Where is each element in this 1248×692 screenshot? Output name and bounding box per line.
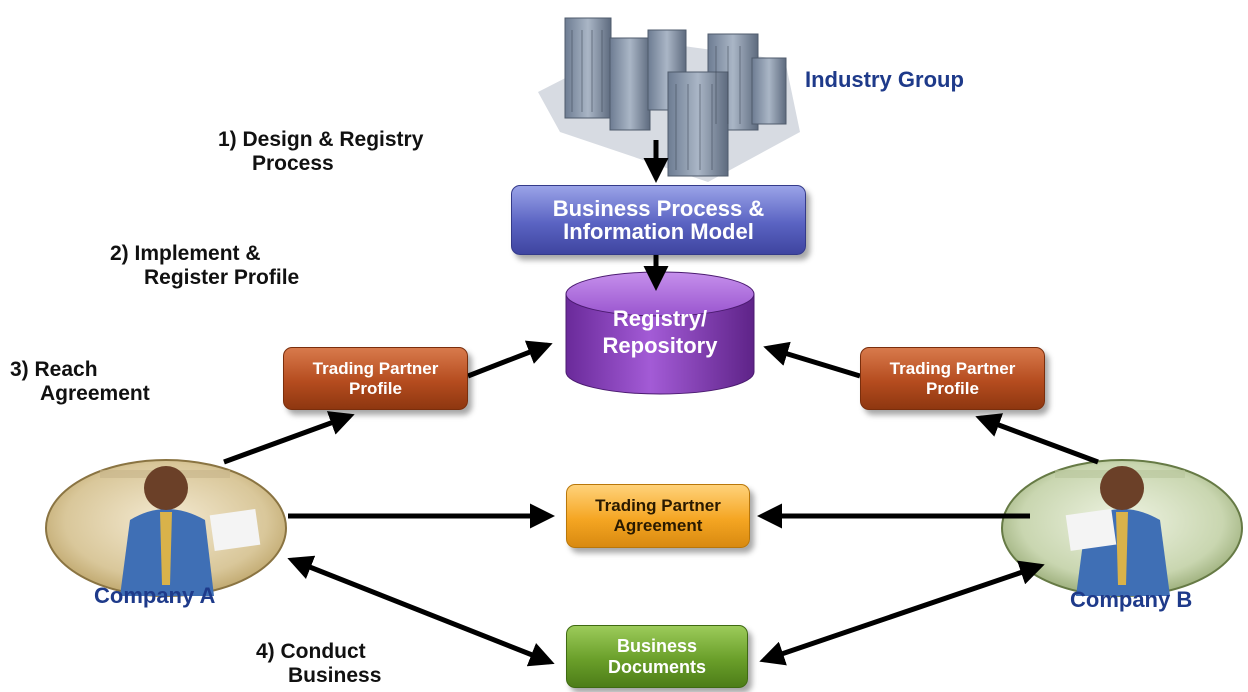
company-b-photo [1001, 459, 1243, 597]
tpp-left-line-1: Trading Partner [312, 358, 439, 378]
step-1-line-1: 1) Design & Registry [218, 128, 424, 151]
step-2-label: 2) Implement & Register Profile [110, 242, 299, 290]
tpa-line-1: Trading Partner [595, 496, 721, 515]
step-2-line-1: 2) Implement & [110, 242, 261, 265]
step-3-line-1: 3) Reach [10, 358, 98, 381]
company-a-photo [45, 459, 287, 597]
step-4-line-2: Business [288, 664, 382, 687]
business-process-line-1: Business Process & [552, 196, 765, 221]
step-3-label: 3) Reach Agreement [10, 358, 150, 406]
arrow-tpp-left-to-registry [467, 340, 553, 379]
business-process-box: Business Process & Information Model [511, 185, 806, 255]
registry-repository-cylinder [565, 271, 755, 395]
step-3-line-2: Agreement [40, 382, 150, 405]
business-docs-line-1: Business [616, 635, 698, 656]
business-process-line-2: Information Model [563, 219, 754, 244]
arrow-company-b-to-tpp [975, 413, 1099, 465]
registry-label: Registry/ Repository [566, 305, 754, 359]
arrow-company-a-to-tpp [223, 411, 355, 465]
trading-partner-profile-right: Trading Partner Profile [860, 347, 1045, 410]
tpp-right-line-1: Trading Partner [889, 358, 1016, 378]
registry-line-1: Registry/ [612, 306, 708, 331]
tpp-left-line-2: Profile [349, 378, 402, 398]
trading-partner-agreement-box: Trading Partner Agreement [566, 484, 750, 548]
office-buildings-icon [538, 17, 800, 182]
industry-group-label: Industry Group [805, 67, 964, 92]
arrow-company-b-documents [759, 560, 1045, 666]
trading-partner-profile-left: Trading Partner Profile [283, 347, 468, 410]
registry-line-2: Repository [602, 333, 718, 358]
arrow-company-a-documents [287, 555, 555, 667]
company-a-label: Company A [94, 583, 216, 608]
step-4-label: 4) Conduct Business [256, 640, 381, 688]
step-1-label: 1) Design & Registry Process [218, 128, 423, 176]
step-2-line-2: Register Profile [144, 266, 300, 289]
arrow-tpp-right-to-registry [763, 341, 861, 379]
tpa-line-2: Agreement [613, 516, 703, 535]
business-docs-line-2: Documents [607, 656, 706, 677]
step-4-line-1: 4) Conduct [256, 640, 366, 663]
step-1-line-2: Process [252, 152, 334, 175]
company-b-label: Company B [1070, 587, 1193, 612]
tpp-right-line-2: Profile [926, 378, 979, 398]
business-documents-box: Business Documents [566, 625, 748, 688]
